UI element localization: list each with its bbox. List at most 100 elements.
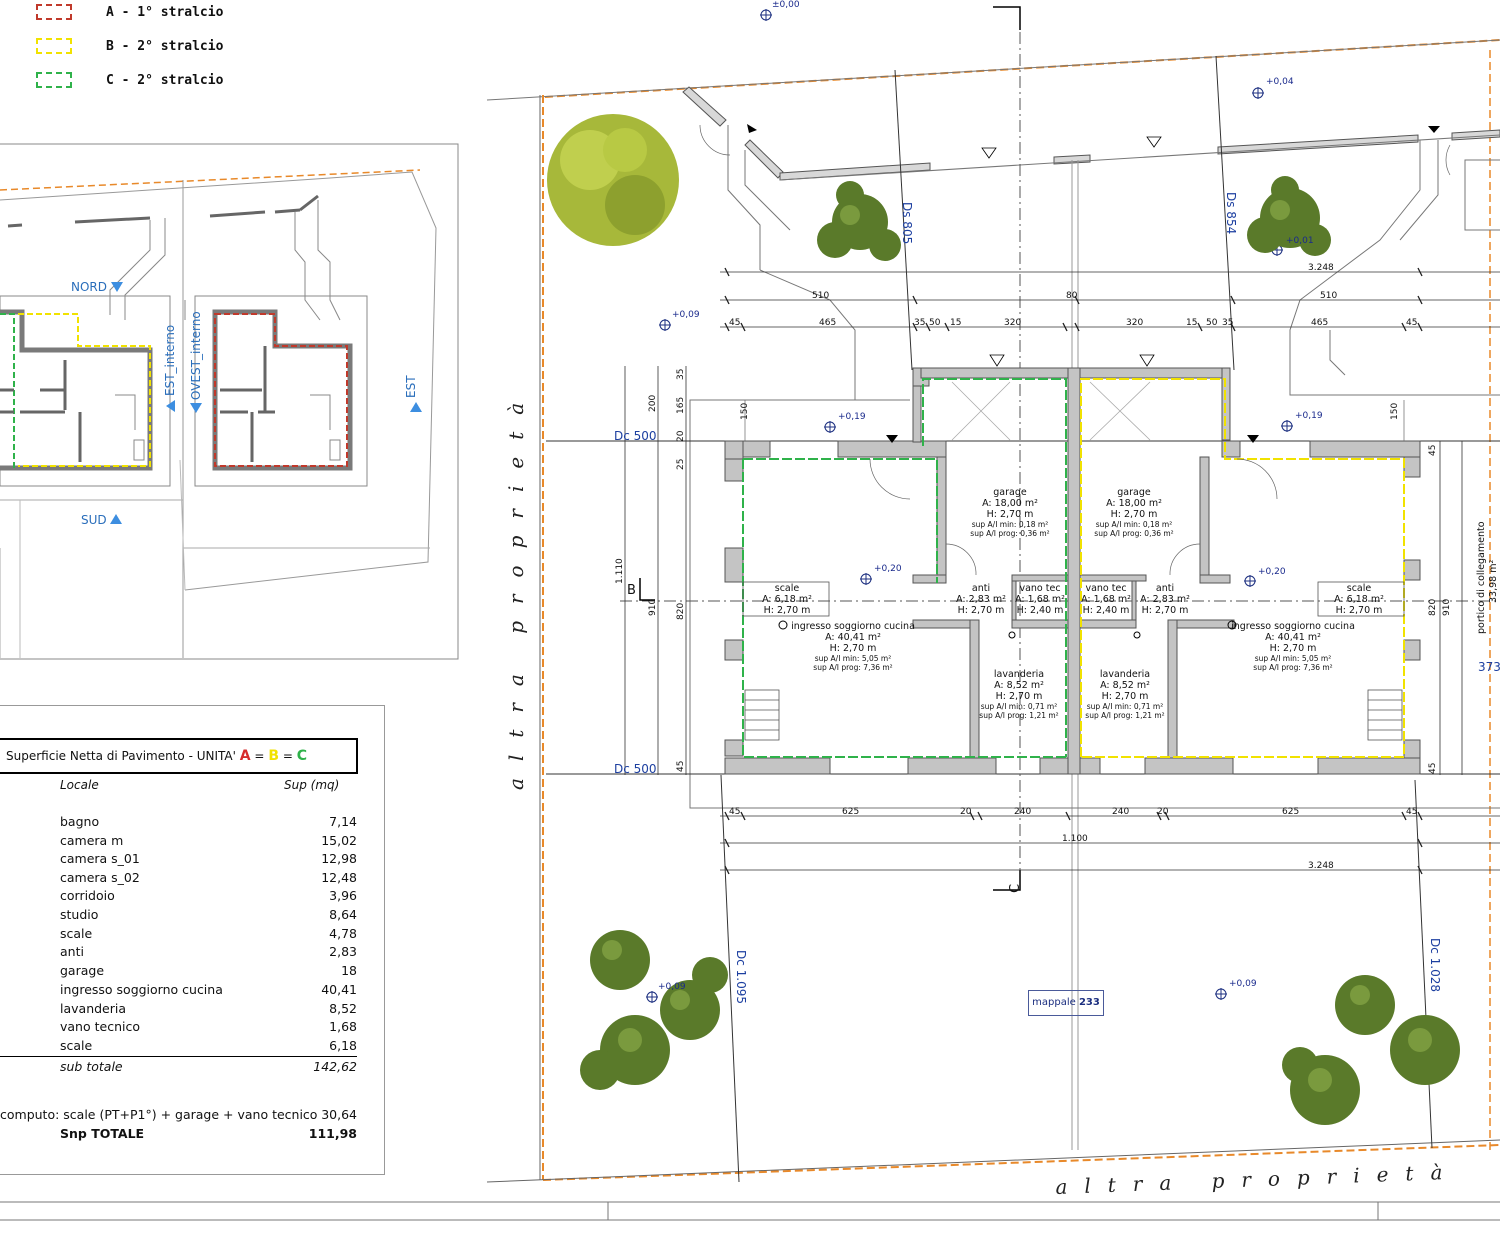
row-name: scale bbox=[60, 926, 93, 941]
room-area: A: 8,52 m² bbox=[994, 680, 1044, 691]
computo-label: computo: scale (PT+P1°) + garage + vano … bbox=[0, 1107, 318, 1122]
room-area: A: 2,83 m² bbox=[1140, 594, 1190, 605]
subtotal-value: 142,62 bbox=[313, 1059, 357, 1074]
row-name: corridoio bbox=[60, 888, 115, 903]
label-dc-br: Dc 1.028 bbox=[1428, 938, 1442, 993]
row-name: scale bbox=[60, 1038, 93, 1053]
snp-col-locale: Locale bbox=[60, 778, 99, 792]
room-vano-left: vano tec A: 1,68 m² H: 2,40 m bbox=[1014, 583, 1066, 616]
main-plan bbox=[0, 6, 1500, 1221]
mappale-number: 233 bbox=[1078, 997, 1100, 1008]
room-height: H: 2,70 m bbox=[1110, 509, 1158, 520]
room-area: A: 8,52 m² bbox=[1100, 680, 1150, 691]
dim-240b: 240 bbox=[1112, 807, 1130, 817]
elev-000: ±0,00 bbox=[772, 0, 800, 10]
room-anti-right: anti A: 2,83 m² H: 2,70 m bbox=[1136, 583, 1194, 616]
dim-465b: 465 bbox=[1311, 318, 1329, 328]
room-name: ingresso soggiorno cucina bbox=[791, 621, 915, 632]
computo-value: 30,64 bbox=[321, 1107, 357, 1122]
row-name: camera s_02 bbox=[60, 870, 140, 885]
room-name: anti bbox=[1155, 583, 1175, 594]
dim-35a: 35 bbox=[914, 318, 926, 328]
elev-020b: +0,20 bbox=[1258, 567, 1286, 577]
legend-item-c: C - 2° stralcio bbox=[36, 70, 223, 90]
snp-table: Superficie Netta di Pavimento - UNITA' A… bbox=[0, 705, 385, 1175]
dim-15a: 15 bbox=[950, 318, 962, 328]
label-dc-bl: Dc 1.095 bbox=[734, 950, 748, 1005]
elev-019b: +0,19 bbox=[1295, 411, 1323, 421]
vdim-45a: 45 bbox=[676, 760, 686, 772]
elev-009b: +0,09 bbox=[658, 982, 686, 992]
room-name: vano tec bbox=[1019, 583, 1061, 594]
room-name: garage bbox=[993, 487, 1027, 498]
vdim-150a: 150 bbox=[740, 402, 750, 420]
snp-title-eq2: = bbox=[282, 749, 293, 763]
dim-3248-bottom: 3.248 bbox=[1308, 861, 1334, 871]
dim-20a: 20 bbox=[960, 807, 972, 817]
legend-swatch-a bbox=[36, 4, 72, 20]
row-name: camera s_01 bbox=[60, 851, 140, 866]
label-est: EST bbox=[404, 375, 418, 398]
legend-label-c: C - 2° stralcio bbox=[106, 72, 224, 88]
room-garage-right: garage A: 18,00 m² H: 2,70 m sup A/I min… bbox=[1090, 487, 1178, 538]
room-lavanderia-left: lavanderia A: 8,52 m² H: 2,70 m sup A/I … bbox=[978, 669, 1060, 720]
room-lavanderia-right: lavanderia A: 8,52 m² H: 2,70 m sup A/I … bbox=[1084, 669, 1166, 720]
elev-004: +0,04 bbox=[1266, 77, 1294, 87]
room-scale-left: scale A: 6,18 m² H: 2,70 m bbox=[746, 583, 828, 616]
dim-80: 80 bbox=[1066, 291, 1078, 301]
altra-proprieta-left: altra proprietà bbox=[504, 385, 528, 790]
vdim-910: 910 bbox=[648, 598, 658, 616]
row-value: 18 bbox=[341, 963, 357, 978]
dim-625b: 625 bbox=[1282, 807, 1300, 817]
room-name: lavanderia bbox=[1099, 669, 1151, 680]
vdim-20: 20 bbox=[676, 430, 686, 442]
dim-240a: 240 bbox=[1014, 807, 1032, 817]
room-height: H: 2,70 m bbox=[763, 605, 811, 616]
room-area: A: 40,41 m² bbox=[1265, 632, 1321, 643]
dim-15b: 15 bbox=[1186, 318, 1198, 328]
row-name: vano tecnico bbox=[60, 1019, 140, 1034]
vdim-820a: 820 bbox=[676, 602, 686, 620]
room-height: H: 2,40 m bbox=[1082, 605, 1130, 616]
room-scale-right: scale A: 6,18 m² H: 2,70 m bbox=[1318, 583, 1400, 616]
room-prog: sup A/I prog: 0,36 m² bbox=[970, 529, 1050, 538]
legend-item-b: B - 2° stralcio bbox=[36, 36, 223, 56]
legend-item-a: A - 1° stralcio bbox=[36, 2, 223, 22]
room-area: A: 18,00 m² bbox=[982, 498, 1038, 509]
room-name: scale bbox=[1346, 583, 1372, 594]
room-area: A: 1,68 m² bbox=[1081, 594, 1131, 605]
dim-320a: 320 bbox=[1004, 318, 1022, 328]
label-dc-bottom: Dc 500 bbox=[614, 762, 657, 776]
row-value: 12,48 bbox=[321, 870, 357, 885]
snp-title-eq1: = bbox=[254, 749, 265, 763]
row-name: studio bbox=[60, 907, 99, 922]
mappale-text: mappale bbox=[1032, 997, 1076, 1008]
vdim-45c: 45 bbox=[1428, 762, 1438, 774]
dim-510-right: 510 bbox=[1320, 291, 1338, 301]
row-value: 3,96 bbox=[329, 888, 357, 903]
tree-icon bbox=[547, 114, 679, 246]
dim-510-left: 510 bbox=[812, 291, 830, 301]
label-ds-left: Ds 805 bbox=[900, 202, 914, 245]
vdim-165: 165 bbox=[676, 396, 686, 414]
room-height: H: 2,70 m bbox=[829, 643, 877, 654]
room-prog: sup A/I prog: 1,21 m² bbox=[1085, 711, 1165, 720]
room-min: sup A/I min: 0,71 m² bbox=[1086, 702, 1164, 711]
snp-total: Snp TOTALE 111,98 bbox=[60, 1126, 357, 1144]
snp-title-c: C bbox=[296, 748, 307, 764]
snp-table-title: Superficie Netta di Pavimento - UNITA' A… bbox=[0, 738, 358, 774]
room-ingresso-right: ingresso soggiorno cucina A: 40,41 m² H:… bbox=[1230, 621, 1356, 672]
section-mark-b: B bbox=[627, 583, 636, 598]
elev-009a: +0,09 bbox=[672, 310, 700, 320]
room-height: H: 2,70 m bbox=[995, 691, 1043, 702]
legend-swatch-c bbox=[36, 72, 72, 88]
dim-50b: 50 bbox=[1206, 318, 1218, 328]
vdim-45b: 45 bbox=[1428, 444, 1438, 456]
elev-001: +0,01 bbox=[1286, 236, 1314, 246]
room-area: A: 6,18 m² bbox=[1334, 594, 1384, 605]
row-value: 8,64 bbox=[329, 907, 357, 922]
